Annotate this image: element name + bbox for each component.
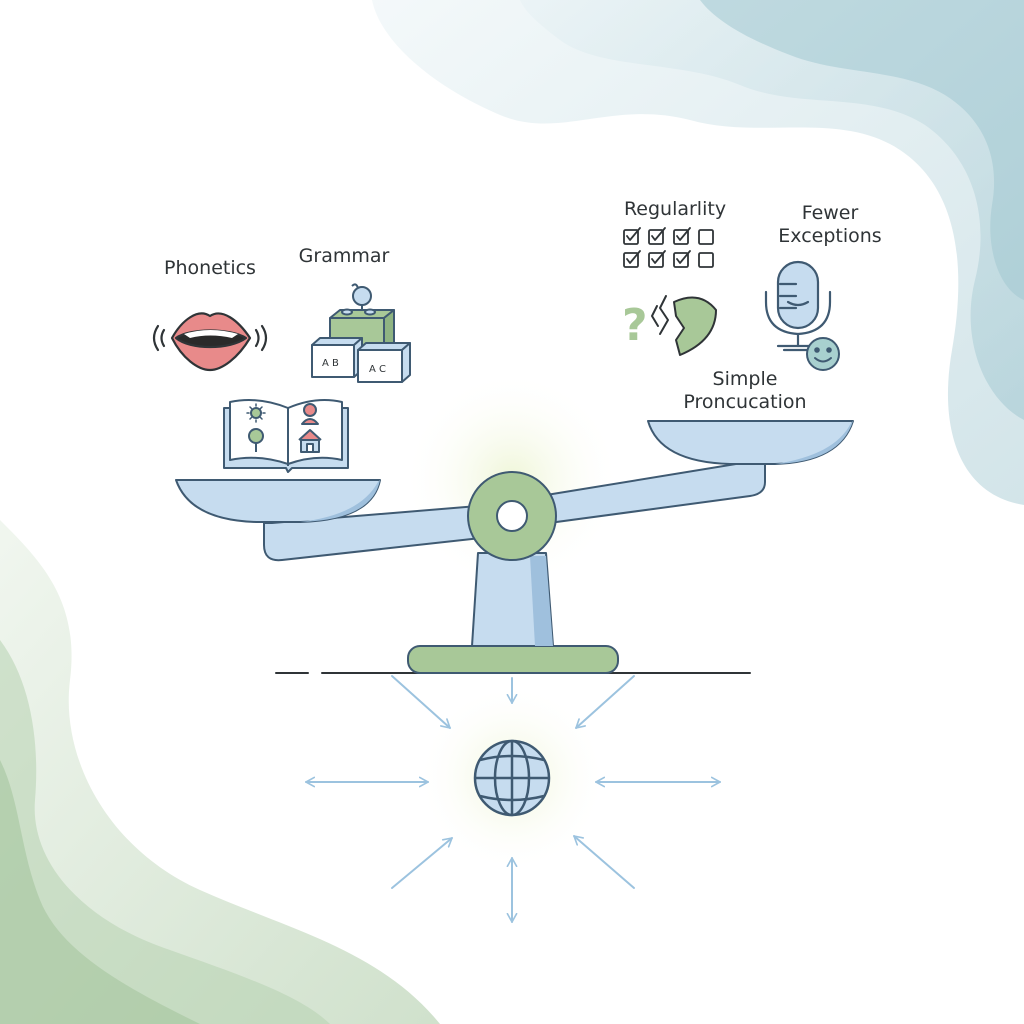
block-tree-icon <box>351 283 372 310</box>
microphone-icon <box>764 260 832 352</box>
scale-beam <box>263 504 491 562</box>
checkbox-icon <box>648 250 666 268</box>
book-sun-icon <box>246 403 266 423</box>
label-fewer-exceptions: Fewer Exceptions <box>760 202 900 248</box>
radiating-arrows <box>305 675 721 923</box>
checkbox-icon <box>673 250 691 268</box>
arrow-bottom-right <box>573 835 635 889</box>
book-house-icon <box>298 429 322 453</box>
checkbox-icon <box>698 252 714 268</box>
blocks-icon <box>311 283 411 383</box>
label-simple-line1: Simple <box>712 368 778 390</box>
arrow-top-left <box>391 675 451 729</box>
checkbox-icon <box>698 229 714 245</box>
checkbox-icon <box>648 227 666 245</box>
right-pan <box>647 420 854 465</box>
arrow-top-right <box>575 675 635 729</box>
wave-bottom-left-outer <box>0 520 440 1024</box>
scale-base <box>407 645 619 674</box>
checkbox-icon <box>623 227 641 245</box>
label-simple-pronunciation: Simple Proncucation <box>660 368 830 414</box>
label-regularity: Regularlity <box>623 198 727 220</box>
checkbox-icon <box>623 250 641 268</box>
lips-icon <box>152 312 268 372</box>
arrow-bottom-left <box>391 837 453 889</box>
label-fewer-line1: Fewer <box>801 202 859 224</box>
question-mark-icon: ? <box>622 300 648 351</box>
wave-top-right-inner <box>700 0 1024 300</box>
balance-scale-icon <box>175 420 854 674</box>
checkbox-icon <box>673 227 691 245</box>
label-simple-line2: Proncucation <box>683 391 807 413</box>
broken-shape-icon <box>651 295 717 356</box>
book-character-icon <box>301 403 319 425</box>
label-phonetics: Phonetics <box>164 257 256 279</box>
wave-top-right-outer <box>372 0 1024 505</box>
checkbox-grid <box>623 227 714 268</box>
open-book-icon <box>223 399 349 473</box>
wave-bottom-left-inner <box>0 760 200 1024</box>
block-letters-right: A C <box>369 364 386 375</box>
block-letters-left: A B <box>322 358 339 369</box>
book-tree-icon <box>248 428 264 452</box>
label-fewer-line2: Exceptions <box>778 225 882 247</box>
globe-icon <box>473 739 551 817</box>
label-grammar: Grammar <box>298 245 390 267</box>
wave-bottom-left-mid <box>0 640 330 1024</box>
wave-top-right-mid <box>520 0 1024 420</box>
smiley-icon <box>806 337 840 371</box>
